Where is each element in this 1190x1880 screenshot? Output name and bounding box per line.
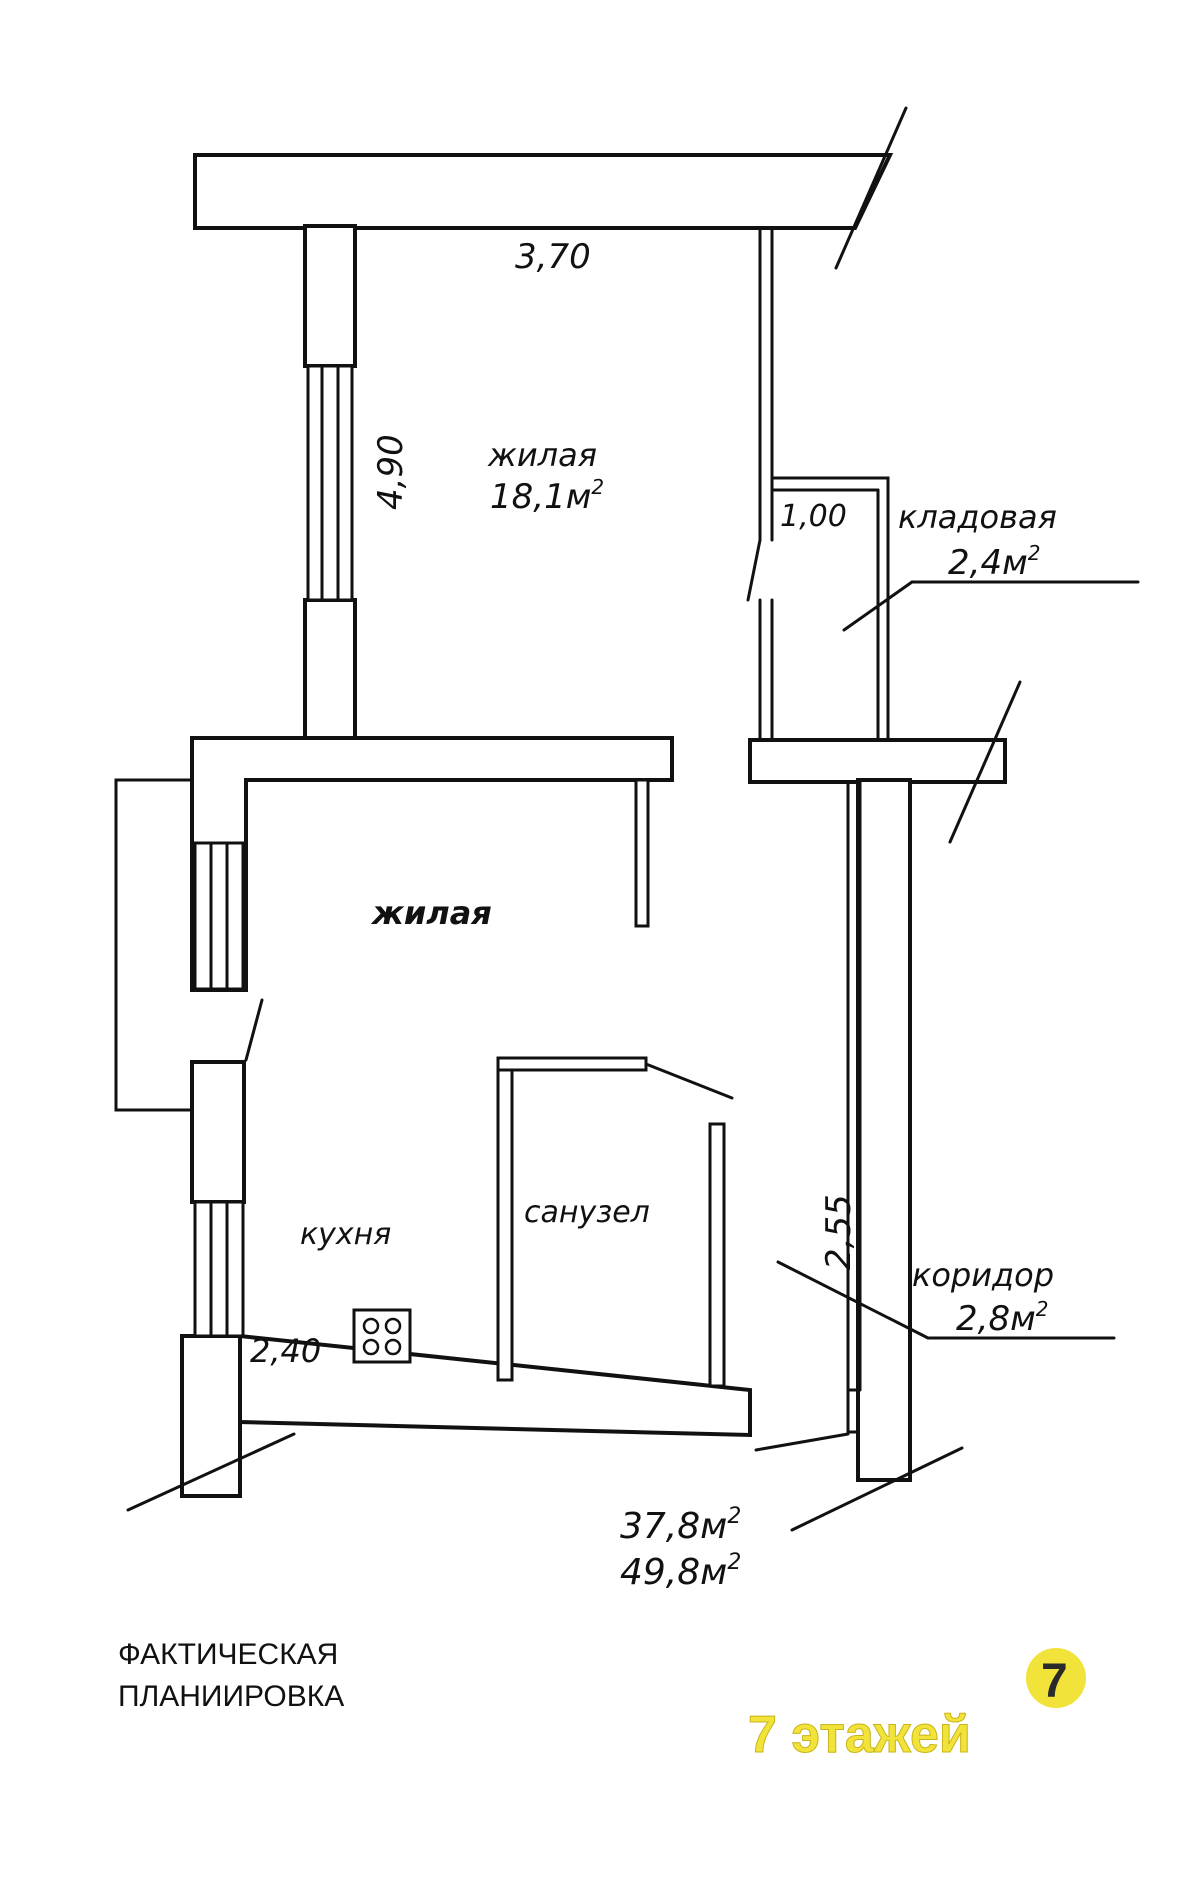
leader-lines xyxy=(126,106,1140,1532)
bathroom-wall-right xyxy=(708,1122,726,1388)
bathroom-wall-top xyxy=(496,1056,648,1072)
wall-left-bottom xyxy=(180,1334,242,1498)
window-kitchen xyxy=(193,1200,245,1338)
wall-storage-ledge xyxy=(748,738,1007,784)
room-bathroom-name: санузел xyxy=(524,1195,650,1230)
caption-line-2: ПЛАНИИРОВКА xyxy=(118,1680,344,1713)
wall-left-lower xyxy=(303,598,357,742)
room-living-top-name: жилая xyxy=(487,436,597,474)
room-living-top-area: 18,1м2 xyxy=(490,475,604,517)
dim-corridor-length: 2,55 xyxy=(819,1194,859,1270)
window-middle-room xyxy=(193,841,245,991)
wall-top xyxy=(193,153,894,230)
brand-watermark: 7 этажей 7 xyxy=(748,1648,1086,1765)
svg-text:7: 7 xyxy=(1041,1655,1068,1708)
storage-walls xyxy=(770,476,890,740)
room-corridor-name: коридор xyxy=(912,1256,1054,1294)
walls xyxy=(180,153,1007,1498)
seven-badge-icon: 7 xyxy=(1026,1648,1086,1708)
room-corridor-area: 2,8м2 xyxy=(956,1297,1048,1339)
bathroom-wall-left xyxy=(496,1056,514,1382)
room-storage-area: 2,4м2 xyxy=(948,541,1040,583)
windows xyxy=(193,364,354,1338)
balcony-outline xyxy=(114,778,194,1112)
dim-storage-width: 1,00 xyxy=(780,499,847,534)
labels: 3,70 4,90 жилая 18,1м2 1,00 кладовая 2,4… xyxy=(250,237,1057,1593)
wall-corridor-right xyxy=(856,778,912,1482)
dim-top-height: 4,90 xyxy=(371,434,411,510)
window-top-room xyxy=(306,364,354,602)
room-storage-name: кладовая xyxy=(898,498,1057,536)
wall-corridor-step xyxy=(846,1388,860,1434)
plan-caption: ФАКТИЧЕСКАЯ ПЛАНИИРОВКА xyxy=(118,1638,344,1713)
room-kitchen-name: кухня xyxy=(300,1217,391,1252)
stove-icon xyxy=(352,1308,412,1364)
total-area: 49,8м2 xyxy=(620,1550,741,1593)
partition-middle xyxy=(634,778,650,928)
wall-middle xyxy=(190,736,674,992)
wall-left-kitchen xyxy=(190,1060,246,1204)
dim-top-width: 3,70 xyxy=(515,237,591,277)
caption-line-1: ФАКТИЧЕСКАЯ xyxy=(118,1638,338,1671)
partitions xyxy=(114,226,890,1392)
brand-text: 7 этажей xyxy=(748,1706,971,1764)
wall-left-upper xyxy=(303,224,357,368)
total-living-area: 37,8м2 xyxy=(620,1504,741,1547)
dim-kitchen-width: 2,40 xyxy=(250,1332,321,1370)
room-living-mid-name: жилая xyxy=(370,894,492,932)
